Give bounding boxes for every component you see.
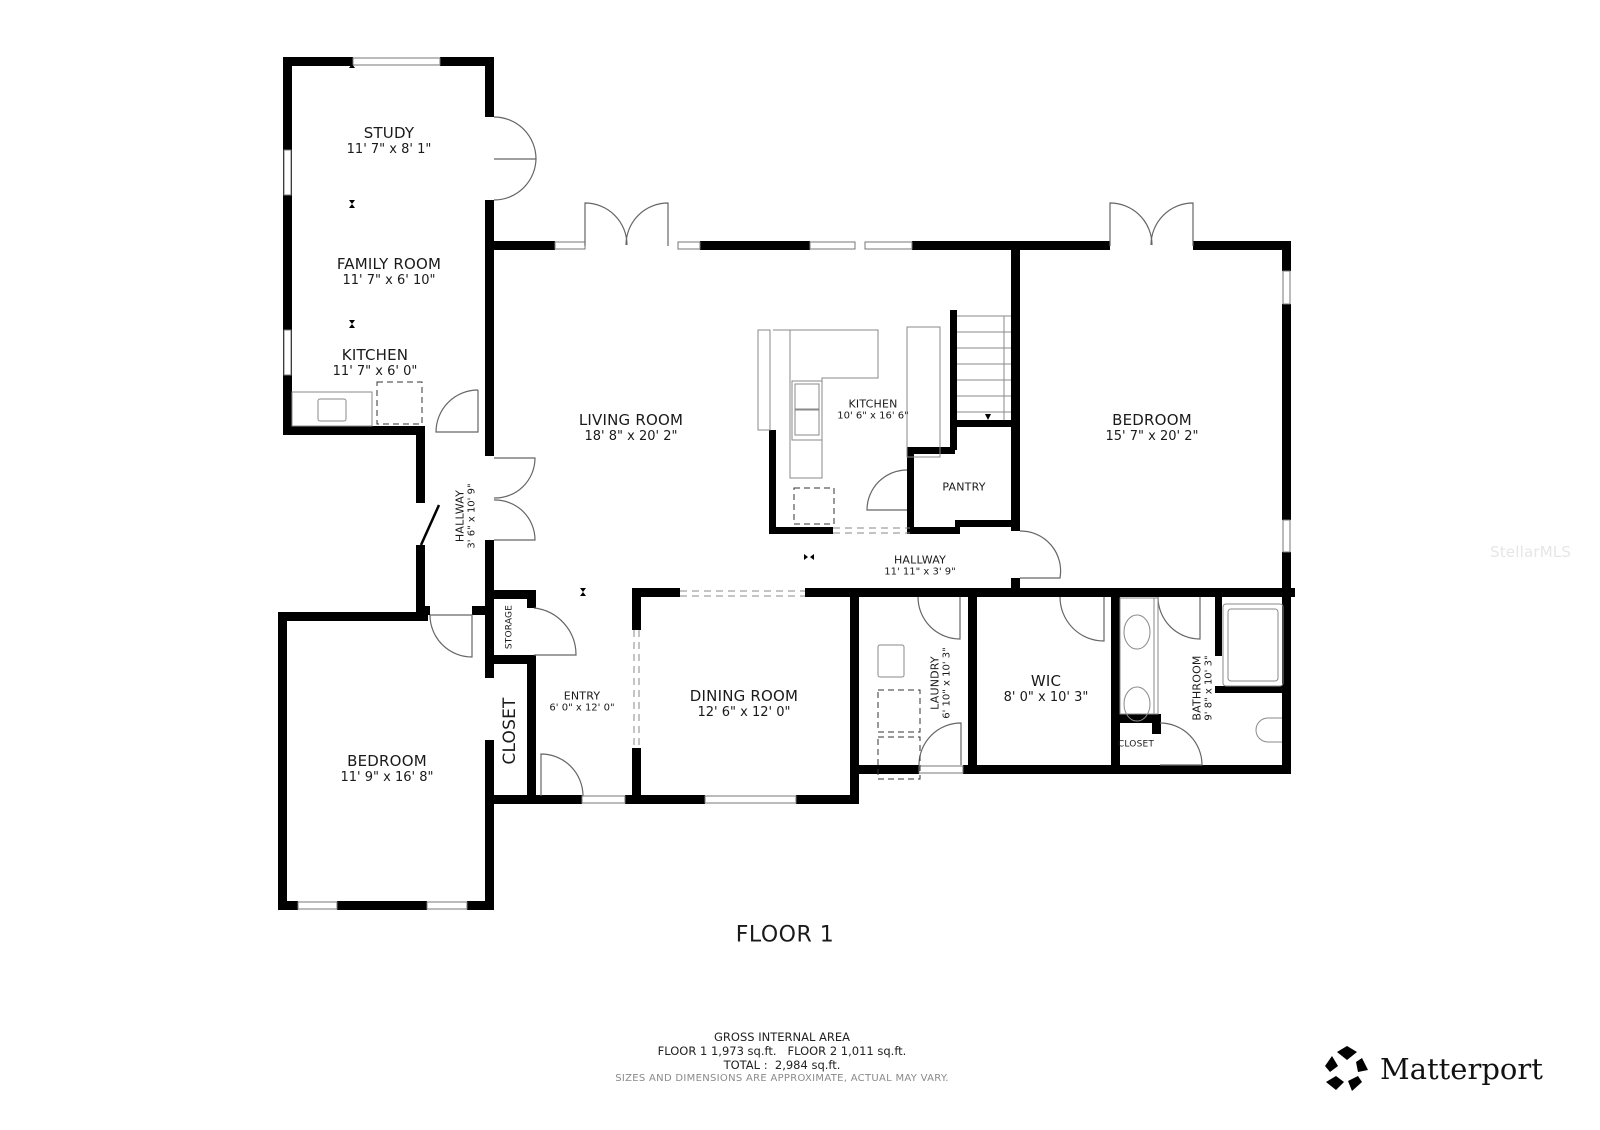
room-label-entry: ENTRY 6' 0" x 12' 0"	[549, 689, 614, 714]
room-dimensions: 6' 10" x 10' 3"	[941, 647, 953, 719]
room-name: LIVING ROOM	[578, 411, 684, 430]
room-label-closet-west: CLOSET	[500, 697, 520, 764]
room-label-dining-room: DINING ROOM 12' 6" x 12' 0"	[690, 687, 798, 721]
room-name: WIC	[1030, 672, 1062, 691]
room-name: BEDROOM	[1112, 411, 1192, 430]
room-label-family-room: FAMILY ROOM 11' 7" x 6' 10"	[337, 255, 441, 289]
room-name: CLOSET	[1117, 739, 1155, 750]
watermark: StellarMLS	[1490, 543, 1572, 561]
room-label-bedroom-west: BEDROOM 11' 9" x 16' 8"	[341, 752, 434, 786]
room-dimensions: 11' 9" x 16' 8"	[340, 770, 434, 786]
room-dimensions: 18' 8" x 20' 2"	[584, 429, 678, 445]
room-name: DINING ROOM	[689, 687, 799, 706]
room-name: KITCHEN	[848, 397, 898, 411]
room-name: KITCHEN	[341, 346, 409, 365]
room-label-pantry: PANTRY	[942, 480, 985, 493]
room-dimensions: 12' 6" x 12' 0"	[697, 705, 791, 721]
matterport-logo-icon	[1325, 1046, 1368, 1091]
area-heading: GROSS INTERNAL AREA	[713, 1030, 851, 1044]
dimension-markers	[349, 64, 991, 596]
room-label-bedroom-master: BEDROOM 15' 7" x 20' 2"	[1106, 411, 1199, 445]
room-label-study: STUDY 11' 7" x 8' 1"	[347, 124, 432, 158]
fixtures	[291, 315, 1284, 780]
room-name: CLOSET	[499, 697, 520, 765]
room-name: FAMILY ROOM	[336, 255, 442, 274]
area-floors: FLOOR 1 1,973 sq.ft. FLOOR 2 1,011 sq.ft…	[657, 1044, 907, 1058]
room-label-kitchen-main: KITCHEN 10' 6" x 16' 6"	[837, 397, 909, 422]
room-name: STUDY	[363, 124, 415, 143]
room-label-kitchen-small: KITCHEN 11' 7" x 6' 0"	[333, 346, 418, 380]
area-total: TOTAL : 2,984 sq.ft.	[723, 1058, 841, 1072]
floor-title: FLOOR 1	[735, 922, 835, 948]
area-disclaimer: SIZES AND DIMENSIONS ARE APPROXIMATE, AC…	[615, 1073, 949, 1084]
room-dimensions: 15' 7" x 20' 2"	[1105, 429, 1199, 445]
windows	[283, 57, 1291, 910]
room-label-wic: WIC 8' 0" x 10' 3"	[1004, 672, 1089, 706]
room-dimensions: 6' 0" x 12' 0"	[549, 702, 615, 714]
room-name: STORAGE	[504, 604, 515, 650]
room-dimensions: 11' 7" x 8' 1"	[346, 142, 432, 158]
room-label-closet-bath: CLOSET	[1118, 740, 1154, 751]
walls	[278, 57, 1295, 910]
gross-internal-area: GROSS INTERNAL AREA FLOOR 1 1,973 sq.ft.…	[615, 1030, 949, 1086]
doors	[419, 116, 1203, 797]
room-label-bathroom: BATHROOM 9' 8" x 10' 3"	[1190, 655, 1215, 720]
room-label-laundry: LAUNDRY 6' 10" x 10' 3"	[928, 647, 953, 719]
room-dimensions: 11' 7" x 6' 0"	[332, 364, 418, 380]
room-label-storage: STORAGE	[505, 605, 516, 649]
brand-name: Matterport	[1380, 1052, 1543, 1086]
room-dimensions: 9' 8" x 10' 3"	[1203, 655, 1215, 721]
room-label-hallway-west: HALLWAY 3' 6" x 10' 9"	[453, 483, 478, 548]
room-name: ENTRY	[563, 689, 601, 703]
room-name: PANTRY	[942, 480, 986, 494]
room-label-living-room: LIVING ROOM 18' 8" x 20' 2"	[579, 411, 683, 445]
room-label-hallway-east: HALLWAY 11' 11" x 3' 9"	[884, 553, 956, 578]
room-dimensions: 3' 6" x 10' 9"	[466, 483, 478, 549]
room-name: LAUNDRY	[928, 656, 942, 710]
room-name: HALLWAY	[453, 489, 467, 543]
room-dimensions: 10' 6" x 16' 6"	[837, 410, 909, 422]
room-dimensions: 8' 0" x 10' 3"	[1003, 690, 1089, 706]
room-dimensions: 11' 7" x 6' 10"	[342, 273, 436, 289]
room-name: BATHROOM	[1190, 655, 1204, 721]
brand-logo: Matterport	[1322, 1044, 1543, 1094]
openings	[633, 527, 910, 748]
room-name: HALLWAY	[893, 553, 947, 567]
room-name: BEDROOM	[347, 752, 427, 771]
room-dimensions: 11' 11" x 3' 9"	[884, 566, 956, 578]
